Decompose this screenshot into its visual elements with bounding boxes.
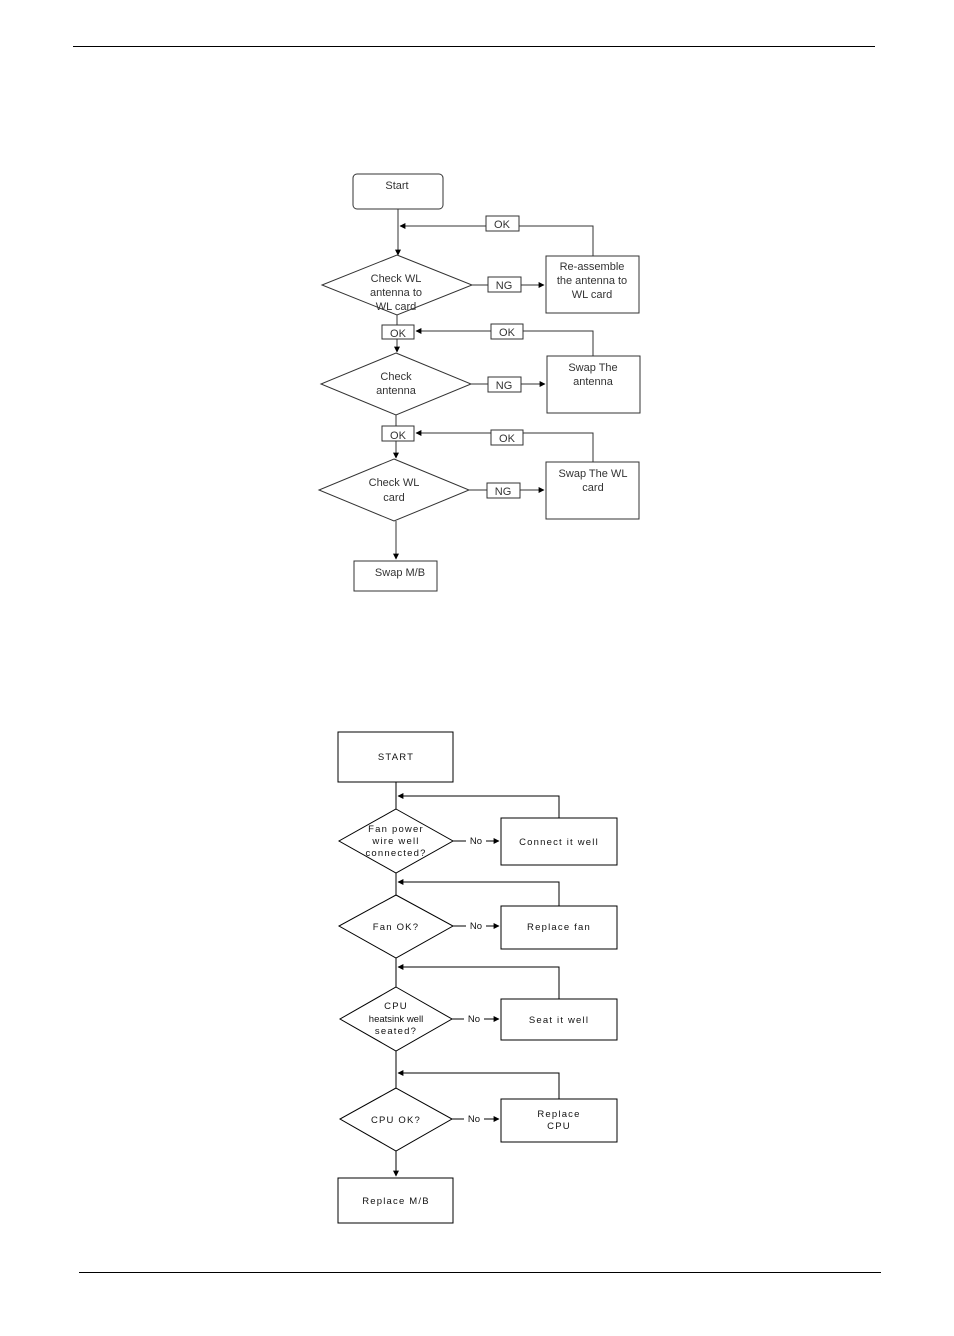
ok-label: OK bbox=[499, 327, 516, 339]
fan-ok-label: Fan OK? bbox=[373, 922, 419, 933]
swap-wl-card-box bbox=[545, 461, 640, 520]
no-label: No bbox=[468, 1114, 480, 1125]
check-wl-antenna-line2: antenna to bbox=[370, 287, 422, 299]
ok-label: OK bbox=[494, 219, 511, 231]
replace-cpu-line2: CPU bbox=[547, 1121, 571, 1132]
ok-label-box bbox=[485, 215, 520, 232]
check-antenna-line2: antenna bbox=[376, 385, 417, 397]
replace-fan-box bbox=[500, 905, 618, 950]
wireless-flowchart-text: Start OK Check WL antenna to WL card NG … bbox=[369, 180, 628, 579]
heatsink-line2: heatsink well bbox=[369, 1014, 423, 1025]
swap-antenna-line1: Swap The bbox=[568, 362, 617, 374]
ok-label-box bbox=[490, 429, 524, 446]
fan-power-line3: connected? bbox=[365, 848, 426, 859]
footer-rule bbox=[79, 1272, 881, 1273]
swap-mb-box bbox=[353, 560, 438, 592]
check-antenna-decision bbox=[319, 352, 473, 416]
start-label: START bbox=[378, 752, 414, 763]
replace-fan-label: Replace fan bbox=[527, 922, 591, 933]
check-wl-antenna-line1: Check WL bbox=[371, 273, 422, 285]
swap-antenna-line2: antenna bbox=[573, 376, 614, 388]
heatsink-line3: seated? bbox=[375, 1026, 417, 1037]
reassemble-line2: the antenna to bbox=[557, 275, 627, 287]
replace-mb-box bbox=[337, 1177, 454, 1224]
swap-wl-card-line2: card bbox=[582, 482, 603, 494]
swap-mb-label: Swap M/B bbox=[375, 567, 425, 579]
ok-label-box bbox=[381, 324, 415, 340]
connect-it-well-label: Connect it well bbox=[519, 837, 599, 848]
thermal-flowchart-text: START Fan power wire well connected? No … bbox=[362, 752, 599, 1207]
fan-power-line1: Fan power bbox=[368, 824, 424, 835]
connect-it-well-box bbox=[500, 817, 618, 866]
ok-label-box bbox=[490, 323, 524, 340]
ng-label: NG bbox=[496, 280, 513, 292]
ok-label: OK bbox=[499, 433, 516, 445]
ng-label: NG bbox=[496, 380, 513, 392]
reassemble-line3: WL card bbox=[572, 289, 613, 301]
cpu-ok-label: CPU OK? bbox=[371, 1115, 421, 1126]
header-rule bbox=[73, 46, 875, 47]
check-wl-card-line1: Check WL bbox=[369, 477, 420, 489]
seat-it-well-box bbox=[500, 998, 618, 1041]
replace-mb-label: Replace M/B bbox=[362, 1196, 430, 1207]
check-wl-card-decision bbox=[317, 458, 471, 522]
no-label: No bbox=[470, 836, 482, 847]
reassemble-antenna-box bbox=[545, 255, 640, 314]
replace-cpu-box bbox=[500, 1098, 618, 1143]
swap-antenna-box bbox=[546, 355, 641, 414]
ok-label-box bbox=[381, 425, 415, 442]
reassemble-line1: Re-assemble bbox=[560, 261, 625, 273]
ng-label: NG bbox=[495, 486, 512, 498]
ok-label: OK bbox=[390, 430, 407, 442]
ok-label: OK bbox=[390, 328, 407, 340]
check-wl-card-line2: card bbox=[383, 492, 404, 504]
no-label: No bbox=[470, 921, 482, 932]
start-label: Start bbox=[385, 180, 408, 192]
heatsink-line1: CPU bbox=[384, 1001, 408, 1012]
thermal-flowchart bbox=[337, 731, 618, 1224]
wireless-flowchart bbox=[317, 173, 641, 592]
swap-wl-card-line1: Swap The WL bbox=[559, 468, 628, 480]
check-wl-antenna-line3: WL card bbox=[376, 301, 417, 313]
fan-power-line2: wire well bbox=[371, 836, 419, 847]
check-antenna-line1: Check bbox=[380, 371, 412, 383]
replace-cpu-line1: Replace bbox=[537, 1109, 580, 1120]
seat-it-well-label: Seat it well bbox=[529, 1015, 589, 1026]
no-label: No bbox=[468, 1014, 480, 1025]
